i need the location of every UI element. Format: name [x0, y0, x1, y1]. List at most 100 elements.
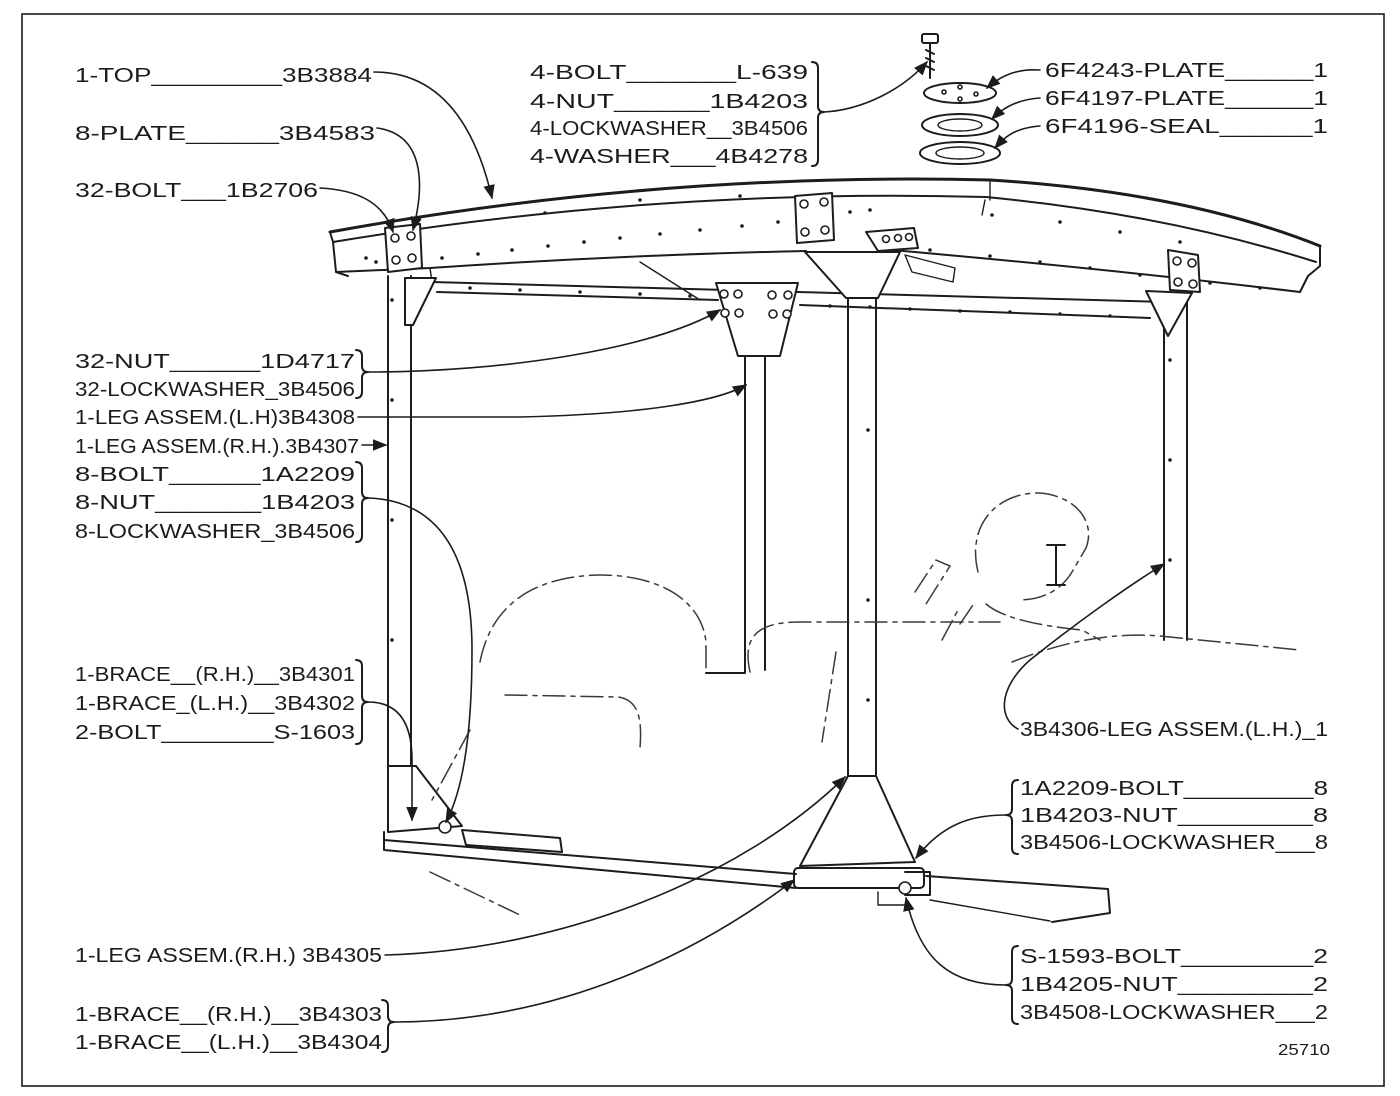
rivet-dot: [390, 518, 394, 522]
phantom-steering: [914, 559, 976, 641]
leg-back-left-edge: [744, 344, 766, 673]
drawing-number: 25710: [1278, 1042, 1330, 1059]
plate-bolt-hole: [800, 227, 810, 237]
leg-front-left-edge: [387, 275, 412, 771]
brace-nut-group-32: [355, 349, 369, 399]
floor-channel: [461, 829, 563, 853]
leader-lines: [319, 60, 1166, 1023]
label-plate: 8-PLATE______3B4583: [75, 123, 375, 145]
brace-bolt-group-4: [811, 61, 825, 167]
plate-6f4243: [923, 82, 997, 104]
rivet-dot: [1168, 358, 1172, 362]
label-bolt-group-4-bolt: 4-BOLT_______L-639: [530, 62, 808, 84]
leg-front-left: [387, 275, 437, 771]
plate-bolt-hole: [391, 255, 401, 265]
leader-brace-bolt-group: [903, 896, 1007, 986]
label-nut-32: 32-NUT______1D4717: [75, 351, 355, 373]
rivet-dot: [698, 228, 702, 232]
rivet-dot: [990, 213, 994, 217]
center-post: [793, 251, 931, 896]
leader-bolt-group-8: [367, 497, 473, 824]
rivet-dot: [776, 220, 780, 224]
plate-bolt-hole: [820, 225, 830, 235]
bracket-bolt-hole: [783, 290, 793, 300]
leader-plate-6f4197: [990, 97, 1041, 121]
label-bolt-group-4-washer: 4-WASHER___4B4278: [530, 146, 808, 168]
plate-bolt-hole: [1172, 256, 1182, 266]
leg-back-left-bracket: [715, 282, 799, 357]
brace-brace-group-upper: [355, 659, 369, 745]
plate-hole: [957, 84, 963, 90]
seal-6f4196-center: [935, 146, 985, 160]
rivet-dot: [390, 298, 394, 302]
plate-bolt-hole: [1173, 277, 1183, 287]
rivet-dot: [1138, 273, 1142, 277]
plate-bolt-hole: [893, 233, 903, 243]
rivet-dot: [868, 305, 872, 309]
plate-bolt-hole: [881, 234, 891, 244]
leader-bolt-group-4: [823, 60, 928, 113]
rivet-dot: [582, 240, 586, 244]
rivet-dot: [1038, 260, 1042, 264]
label-lockwasher-8: 8-LOCKWASHER_3B4506: [75, 521, 355, 543]
label-base-nut: 1B4203-NUT_________8: [1020, 805, 1328, 827]
leg-back-right-edge: [1163, 299, 1188, 641]
rivet-dot: [1108, 314, 1112, 318]
phantom-hood: [479, 574, 707, 673]
leader-brace-group-upper: [367, 701, 418, 822]
label-bolt-8: 8-BOLT______1A2209: [75, 464, 355, 486]
plate-bolt-hole: [819, 197, 829, 207]
rivet-dot: [688, 294, 692, 298]
rivet-dot: [868, 208, 872, 212]
sheet-border: [21, 13, 1385, 1087]
center-gusset: [865, 227, 919, 252]
phantom-cowl: [504, 694, 642, 749]
rivet-dot: [468, 286, 472, 290]
brace-bolt-group-8: [355, 461, 369, 543]
side-beam-bottom: [879, 248, 1301, 293]
label-top: 1-TOP_________3B3884: [75, 65, 372, 87]
rivet-dot: [866, 598, 870, 602]
label-plate-6f4243: 6F4243-PLATE______1: [1045, 60, 1328, 82]
rivet-dot: [390, 638, 394, 642]
plate-bolt-hole: [1187, 258, 1197, 268]
rivet-dot: [374, 260, 378, 264]
top-hardware: [919, 33, 1001, 165]
rivet-dot: [848, 210, 852, 214]
label-base-lockwasher: 3B4506-LOCKWASHER___8: [1020, 832, 1328, 854]
right-floor-step: [877, 891, 906, 906]
rivet-dot: [1118, 230, 1122, 234]
rivet-dot: [988, 254, 992, 258]
rivet-dot: [1258, 286, 1262, 290]
center-post-edge: [847, 297, 877, 777]
phantom-operator-helmet: [974, 492, 1090, 601]
brace-bolt: [438, 820, 452, 834]
bracket-bolt-hole: [720, 308, 730, 318]
roof-right-end: [1299, 245, 1321, 293]
leader-plate-6f4243: [985, 69, 1041, 89]
label-leg-rh-3b4305: 1-LEG ASSEM.(R.H.) 3B4305: [75, 945, 382, 967]
rivet-dot: [1058, 220, 1062, 224]
center-post-base-flare: [799, 775, 916, 867]
phantom-dash: [747, 621, 1001, 673]
leader-nut-group-32: [367, 309, 722, 373]
brace-brace-bolt-group: [1005, 945, 1019, 1025]
rivet-dot: [866, 428, 870, 432]
rivet-dot: [440, 256, 444, 260]
right-floor-edge: [925, 875, 1111, 923]
leader-seal-6f4196: [994, 125, 1041, 150]
rivet-dot: [476, 252, 480, 256]
leader-plate: [376, 127, 422, 232]
phantom-body-diagonal: [429, 651, 837, 916]
bracket-bolt-hole: [733, 289, 743, 299]
seal-6f4196: [919, 141, 1001, 165]
plate-hole: [941, 89, 947, 95]
phantom-tractor-outline: [429, 492, 1301, 916]
callout-labels: 1-TOP_________3B3884 8-PLATE______3B4583…: [75, 60, 1330, 1059]
seat-marker: [1046, 544, 1066, 586]
rivet-dot: [1088, 266, 1092, 270]
rivet-dot: [1008, 310, 1012, 314]
plate-bolt-hole: [1188, 279, 1198, 289]
leader-leg-lh: [357, 384, 748, 418]
roof-upper-edge-side: [988, 178, 1322, 248]
